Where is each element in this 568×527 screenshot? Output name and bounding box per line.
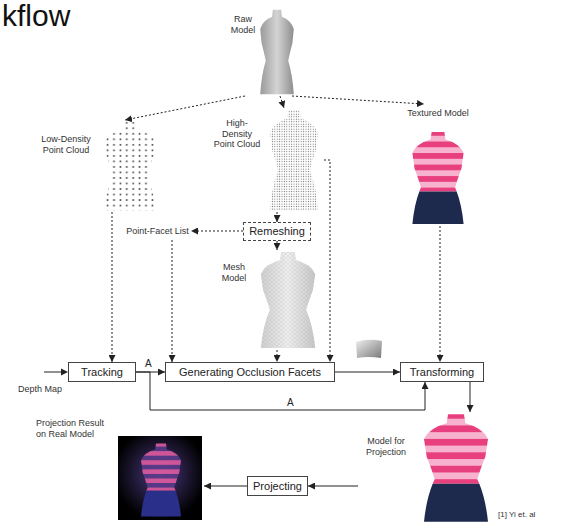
box-label: Remeshing [249, 225, 305, 238]
process-box: Tracking [68, 362, 136, 382]
skirt-shape [141, 491, 181, 517]
figure-node: Textured Model [400, 104, 476, 226]
figure-caption: Raw Model [228, 14, 258, 35]
mesh-lines [261, 252, 315, 348]
figure-caption: Model for Projection [358, 436, 414, 457]
box-label: Generating Occlusion Facets [179, 366, 321, 379]
flow-arrow [470, 382, 471, 412]
list-label: Point-Facet List [126, 226, 189, 237]
box-label: Projecting [253, 480, 302, 493]
dotted-arrow [277, 350, 278, 362]
dotted-arrow [172, 240, 173, 362]
edge-label: A [286, 397, 295, 408]
model-for-projection-figure [424, 414, 488, 522]
flow-arrow [204, 486, 247, 487]
photo-background [118, 436, 202, 520]
dotted-arrow [191, 231, 243, 232]
box-label: Transforming [410, 366, 474, 379]
figure-node: Low-Density Point Cloud [36, 120, 164, 212]
dashed-process-box: Remeshing [243, 222, 311, 241]
dotted-arrow [277, 241, 278, 250]
figure-caption: Mesh Model [216, 262, 252, 283]
citation-note: [1] Yi et. al [498, 510, 535, 519]
flow-arrow [308, 486, 358, 487]
textured-figure [412, 132, 463, 224]
figure-node: Mesh Model [216, 250, 324, 350]
torso-shape [270, 110, 318, 210]
skirt-shape [412, 191, 463, 224]
figure-caption: High-Density Point Cloud [212, 118, 262, 150]
high-density-figure [270, 110, 318, 210]
process-box: Generating Occlusion Facets [165, 362, 335, 382]
process-box: Projecting [247, 476, 308, 496]
figure-caption: Projection Result on Real Model [36, 418, 114, 439]
projection-result-figure [141, 444, 181, 517]
slide-title: kflow [2, 0, 70, 32]
process-box: Transforming [400, 362, 484, 382]
torso-shape [424, 414, 488, 483]
torso-shape [260, 10, 294, 94]
box-label: Tracking [81, 366, 123, 379]
dotted-arrow [280, 96, 284, 108]
figure-node: High-Density Point Cloud [212, 108, 324, 212]
torso-shape [104, 122, 155, 210]
torso-shape [412, 132, 463, 192]
dotted-arrow [324, 160, 330, 362]
edge-label: A [144, 358, 153, 369]
depth-map-arrowhead [61, 369, 68, 376]
skirt-shape [424, 484, 488, 522]
figure-caption: Textured Model [400, 108, 476, 119]
raw-model-figure [260, 10, 294, 94]
figure-node: Model for Projection [358, 412, 498, 524]
depth-map-arrow [44, 372, 62, 373]
dotted-arrow [292, 96, 424, 104]
mesh-figure [261, 252, 315, 348]
text-node: Point-Facet List [124, 223, 191, 240]
dotted-arrow [125, 96, 245, 120]
torso-shape [141, 444, 181, 491]
low-density-figure [104, 122, 155, 210]
figure-caption: Low-Density Point Cloud [36, 134, 96, 155]
torso-shape [261, 252, 315, 348]
dotted-arrow [112, 212, 113, 362]
dotted-arrow [277, 212, 278, 222]
dotted-arrow [440, 226, 441, 362]
figure-node: Projection Result on Real Model [36, 418, 204, 522]
flow-arrow [335, 372, 400, 373]
input-label: Depth Map [18, 384, 62, 394]
figure-node: Raw Model [228, 8, 300, 96]
occlusion-thumbnail [356, 340, 382, 358]
